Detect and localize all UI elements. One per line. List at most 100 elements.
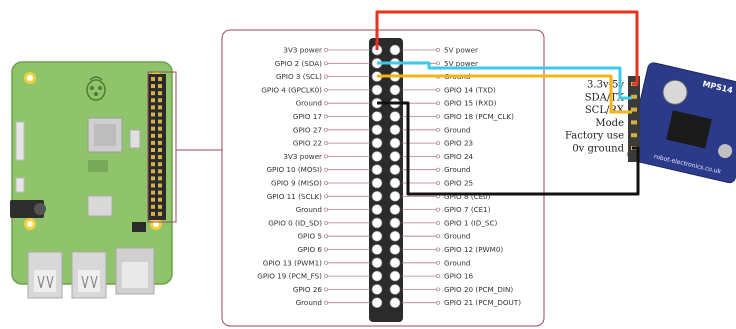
usb-port-inner	[78, 270, 100, 292]
board-pin	[151, 77, 155, 81]
board-pin	[158, 197, 162, 202]
left-pin-label: GPIO 27	[293, 125, 322, 134]
leader-dot	[324, 74, 328, 79]
left-pin-label: GPIO 9 (MISO)	[271, 179, 322, 188]
sensor-chip	[666, 110, 712, 149]
right-pin-label: GPIO 23	[444, 139, 473, 148]
board-pin	[158, 84, 162, 89]
right-pin-label: 5V power	[444, 46, 478, 55]
sensor-pin-label: SDA/TX	[585, 92, 625, 103]
soc-chip-core	[94, 124, 116, 146]
board-pin	[158, 98, 162, 103]
header-pin	[371, 230, 383, 242]
leader-dot	[324, 141, 328, 146]
leader-dot	[436, 274, 440, 279]
board-pin	[158, 211, 162, 216]
leader-dot	[436, 167, 440, 172]
header-pin	[389, 137, 401, 149]
left-pin-label: GPIO 6	[297, 245, 322, 254]
header-pin	[389, 84, 401, 96]
leader-dot	[436, 141, 440, 146]
board-pin	[158, 162, 162, 167]
left-pin-label: GPIO 2 (SDA)	[275, 59, 323, 68]
header-pin	[371, 204, 383, 215]
board-pin	[158, 140, 162, 145]
left-pin-label: GPIO 13 (PWM1)	[263, 258, 322, 267]
camera-connector	[15, 177, 25, 193]
ethernet-port-inner	[122, 262, 148, 288]
board-pin	[158, 112, 162, 117]
left-pin-label: 3V3 power	[283, 152, 322, 161]
sensor-module: MPS14 robot-electronics.co.uk	[627, 62, 736, 184]
header-pin	[371, 177, 383, 189]
left-pin-label: GPIO 0 (ID_SD)	[268, 218, 322, 227]
left-pin-label: Ground	[296, 205, 322, 214]
leader-dot	[436, 247, 440, 252]
right-pin-label: GPIO 25	[444, 179, 473, 188]
header-pin	[371, 111, 383, 122]
mounting-hole-center	[27, 75, 33, 81]
leader-dot	[324, 260, 328, 265]
header-pin	[389, 177, 401, 189]
header-pin	[371, 124, 383, 136]
header-pin	[371, 217, 383, 229]
mounting-hole-center	[27, 221, 33, 227]
header-pin	[389, 217, 401, 229]
board-pin	[151, 183, 155, 188]
header-pin	[389, 204, 401, 215]
header-pin	[371, 164, 383, 175]
board-pin	[158, 126, 162, 131]
leader-dot	[324, 154, 328, 159]
left-pin-label: 3V3 power	[283, 46, 322, 55]
board-pin	[151, 197, 155, 202]
right-pin-label: GPIO 12 (PWM0)	[444, 245, 503, 254]
sensor-pin-label: SCL/RX	[585, 105, 625, 116]
board-pin	[158, 155, 162, 160]
mounting-hole-icon	[718, 144, 733, 159]
header-pin	[389, 111, 401, 122]
small-chip	[129, 129, 141, 149]
wires	[375, 10, 640, 196]
black-wire	[377, 101, 640, 196]
right-pin-label: Ground	[444, 125, 470, 134]
right-pin-label: GPIO 1 (ID_SC)	[444, 218, 497, 227]
display-connector	[15, 121, 25, 161]
sensor-header-pin	[631, 133, 637, 138]
gpio-highlight-box	[147, 71, 177, 223]
header-pin	[371, 84, 383, 96]
raspberry-logo-icon	[86, 76, 106, 101]
yellow-wire	[377, 74, 632, 114]
leader-dot	[436, 48, 440, 52]
right-pin-label: GPIO 14 (TXD)	[444, 85, 496, 94]
pressure-sensor-icon	[662, 79, 688, 105]
left-pin-label: Ground	[296, 298, 322, 307]
leader-dot	[436, 234, 440, 239]
leader-dot	[324, 300, 328, 305]
left-pin-label: GPIO 11 (SCLK)	[267, 192, 322, 201]
board-pin	[151, 162, 155, 167]
right-pin-label: Ground	[444, 165, 470, 174]
leader-dot	[324, 87, 328, 92]
leader-dot	[324, 234, 328, 239]
board-pin	[151, 112, 155, 117]
red-wire	[375, 10, 639, 86]
leader-dot	[436, 101, 440, 106]
left-pin-label: GPIO 19 (PCM_FS)	[257, 272, 322, 281]
pinout-frame	[221, 29, 545, 327]
leader-dot	[324, 287, 328, 292]
gpio-header-pins	[151, 77, 162, 216]
board-pin	[151, 169, 155, 174]
right-pin-label: GPIO 18 (PCM_CLK)	[444, 112, 514, 121]
header-pin	[389, 257, 401, 269]
usb-port-inner	[34, 270, 56, 292]
leader-dot	[324, 127, 328, 132]
header-pin	[371, 284, 383, 295]
header-pin	[371, 297, 383, 309]
board-pin	[158, 77, 162, 81]
board-pin	[158, 169, 162, 174]
board-pin	[151, 91, 155, 96]
blue-wire	[377, 61, 632, 100]
leader-dot	[324, 114, 328, 119]
